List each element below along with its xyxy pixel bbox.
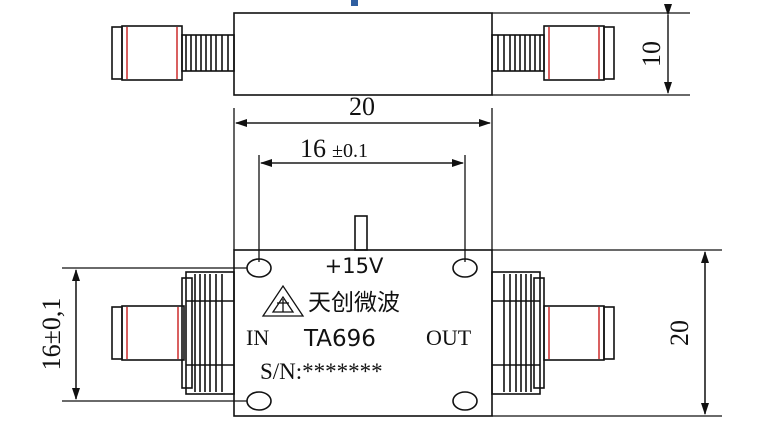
top-left-connector xyxy=(111,25,235,81)
dim-hole-main: 16 xyxy=(300,134,326,163)
front-right-connector xyxy=(491,271,615,395)
front-left-connector xyxy=(111,271,235,395)
out-label: OUT xyxy=(426,325,472,350)
serial-label: S/N:******* xyxy=(260,359,383,384)
top-view xyxy=(111,12,690,96)
top-view-body xyxy=(233,12,493,96)
brand-logo xyxy=(261,284,305,317)
dim-hole-tol: ±0.1 xyxy=(332,140,368,162)
mount-hole-top-right xyxy=(452,258,478,278)
top-right-connector xyxy=(491,25,615,81)
brand-name: 天创微波 xyxy=(308,290,400,316)
dim-label-height-top: 10 xyxy=(637,41,666,67)
dim-label-width: 20 xyxy=(349,92,375,121)
model-label: TA696 xyxy=(303,326,376,352)
mount-hole-bottom-left xyxy=(246,391,272,411)
dim-label-hole-spacing: 16 ±0.1 xyxy=(300,134,368,163)
voltage-label: +15V xyxy=(325,254,384,278)
dim-label-height-front: 20 xyxy=(665,320,694,346)
front-view xyxy=(111,215,615,417)
dim-label-hole-vertical: 16±0,1 xyxy=(37,298,66,371)
power-pin xyxy=(354,215,368,251)
mount-hole-bottom-right xyxy=(452,391,478,411)
top-accent-mark xyxy=(351,0,358,6)
in-label: IN xyxy=(246,325,269,350)
